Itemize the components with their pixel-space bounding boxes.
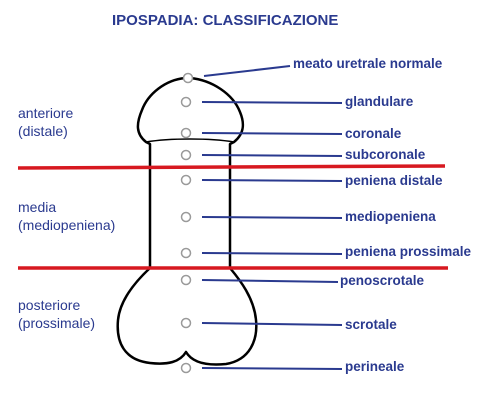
leader-line bbox=[201, 322, 343, 326]
leader-line bbox=[201, 252, 343, 255]
meatus-position-marker bbox=[180, 174, 192, 186]
label-distal-penile: peniena distale bbox=[345, 173, 443, 188]
leader-line bbox=[201, 367, 343, 370]
leader-line bbox=[201, 216, 343, 219]
meatus-position-marker bbox=[180, 149, 192, 161]
meatus-position-marker bbox=[180, 247, 192, 259]
label-scrotal: scrotale bbox=[345, 317, 397, 332]
leader-line bbox=[203, 65, 291, 77]
meatus-position-marker bbox=[182, 72, 194, 84]
meatus-position-marker bbox=[180, 127, 192, 139]
meatus-position-marker bbox=[180, 274, 192, 286]
corona-line bbox=[145, 138, 235, 143]
leader-line bbox=[201, 179, 343, 182]
label-normal-meatus: meato uretrale normale bbox=[293, 56, 443, 71]
label-penoscrotal: penoscrotale bbox=[340, 273, 425, 288]
diagram-title: IPOSPADIA: CLASSIFICAZIONE bbox=[112, 12, 339, 29]
meatus-position-marker bbox=[180, 362, 192, 374]
leader-line bbox=[201, 279, 339, 283]
label-perineal: perineale bbox=[345, 359, 405, 374]
zone-label-posterior: posteriore (prossimale) bbox=[18, 297, 96, 332]
zone-label-anterior: anteriore (distale) bbox=[18, 105, 74, 140]
label-subcoronal: subcoronale bbox=[345, 147, 426, 162]
leader-line bbox=[201, 101, 343, 104]
leader-line bbox=[201, 132, 343, 135]
leader-line bbox=[201, 154, 343, 157]
zone-label-middle: media (mediopeniena) bbox=[18, 199, 116, 234]
meatus-position-marker bbox=[180, 317, 192, 329]
divider-line-anterior-middle bbox=[17, 164, 446, 170]
meatus-position-marker bbox=[180, 211, 192, 223]
label-proximal-penile: peniena prossimale bbox=[345, 244, 472, 259]
label-midshaft: mediopeniena bbox=[345, 209, 436, 224]
label-coronal: coronale bbox=[345, 126, 402, 141]
label-glanular: glandulare bbox=[345, 94, 414, 109]
meatus-position-marker bbox=[180, 96, 192, 108]
